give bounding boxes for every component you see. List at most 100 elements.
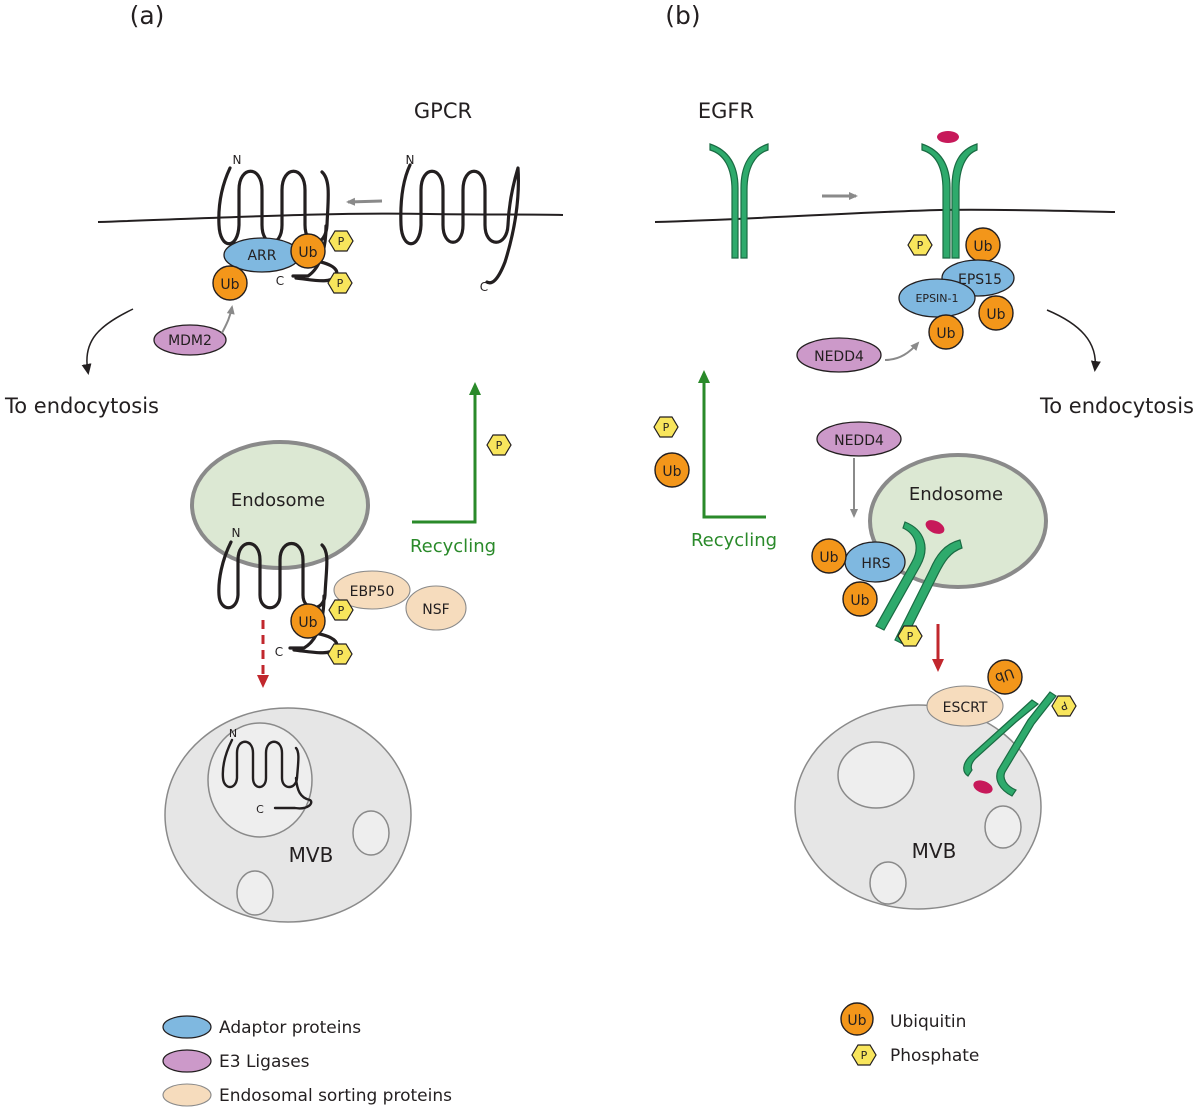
phosphate-marker (328, 599, 354, 621)
ubiquitin-marker (811, 538, 847, 574)
ubiquitin-label: Ub (992, 664, 1016, 686)
gpcr-resting-c-terminus: C (480, 280, 488, 294)
phosphate-label: P (496, 439, 503, 452)
endocytosis-arrow-b (1046, 309, 1101, 372)
endosome-b (868, 453, 1048, 589)
nsf-sorting-protein (405, 585, 467, 631)
mvb-label-b: MVB (912, 839, 957, 863)
legend-phosphate-label: Phosphate (890, 1046, 979, 1066)
gpcr-resting-n-terminus: N (406, 153, 415, 167)
activation-arrow-a (346, 197, 383, 206)
gpcr-endosomal-n-terminus: N (232, 526, 241, 540)
nedd4-ubiquitination-arrow (884, 341, 920, 361)
panel-a-label: (a) (130, 1, 165, 30)
gpcr-endosomal-c-terminus: C (275, 645, 283, 659)
ubiquitin-marker (928, 314, 964, 350)
phosphate-label: P (917, 239, 924, 252)
legend-phosphate-swatch (851, 1044, 877, 1066)
ubiquitin-label: Ub (936, 326, 955, 342)
ebp50-label: EBP50 (350, 584, 395, 600)
mdm2-label: MDM2 (168, 333, 212, 349)
phosphate-label: P (337, 277, 344, 290)
gpcr-resting: N C (399, 153, 520, 294)
mvb-intraluminal-vesicle (984, 805, 1022, 849)
egf-ligand (925, 520, 945, 534)
plasma-membrane-b (654, 208, 1116, 223)
mvb-intraluminal-vesicle (837, 741, 915, 809)
phosphate-marker (897, 625, 923, 647)
ubiquitin-label: Ub (819, 550, 838, 566)
legend-ubiquitin-symbol: Ub (847, 1013, 866, 1029)
endocytosis-arrow-a (81, 308, 134, 375)
ubiquitin-marker (842, 581, 878, 617)
mvb-intraluminal-vesicle (869, 861, 907, 905)
legend-ubiquitin-swatch (840, 1002, 874, 1036)
ubiquitin-marker (654, 452, 690, 488)
gpcr-active-n-terminus: N (233, 153, 242, 167)
ubiquitin-label: Ub (850, 593, 869, 609)
ubiquitin-label: Ub (220, 277, 239, 293)
eps15-label: EPS15 (958, 272, 1002, 288)
egf-ligand (973, 780, 993, 794)
mvb-label-a: MVB (289, 843, 334, 867)
ubiquitin-marker (290, 233, 326, 269)
legend-phosphate-symbol: P (861, 1049, 868, 1062)
mvb-intraluminal-vesicle (352, 810, 390, 856)
ubiquitin-marker (212, 265, 248, 301)
phosphate-marker (1051, 695, 1077, 717)
phosphate-marker (653, 416, 679, 438)
ubiquitin-label: Ub (973, 239, 992, 255)
egfr-resting (709, 143, 769, 259)
ebp50-sorting-protein (333, 570, 411, 610)
escrt-sorting-complex (926, 685, 1004, 727)
phosphate-label: P (338, 235, 345, 248)
ubiquitin-marker (290, 603, 326, 639)
panel-b: EGFR P Ub EPS15 EPSIN-1 Ub Ub NEDD4 (653, 99, 1194, 910)
mvb-intraluminal-vesicle (236, 870, 274, 916)
ubiquitin-label: Ub (298, 615, 317, 631)
epsin1-label: EPSIN-1 (915, 292, 958, 305)
hrs-label: HRS (861, 556, 890, 572)
legend-adaptor-swatch (162, 1015, 212, 1039)
phosphate-label: P (1058, 698, 1069, 713)
legend-right: Ub Ubiquitin P Phosphate (840, 1002, 979, 1066)
mdm2-e3-ligase (153, 324, 227, 356)
gpcr-title: GPCR (414, 99, 472, 123)
legend-left: Adaptor proteins E3 Ligases Endosomal so… (162, 1015, 452, 1107)
plasma-membrane-a (97, 212, 564, 223)
endosome-label-b: Endosome (909, 484, 1003, 505)
nsf-label: NSF (422, 602, 449, 618)
legend-sorting-label: Endosomal sorting proteins (219, 1086, 452, 1106)
arrestin-label: ARR (247, 248, 276, 264)
nedd4-e3-ligase-membrane (796, 337, 882, 373)
egfr-endosomal (875, 521, 926, 631)
phosphate-marker (907, 234, 933, 256)
to-endocytosis-a: To endocytosis (4, 394, 159, 418)
recycling-label-a: Recycling (410, 536, 496, 557)
panel-b-label: (b) (665, 1, 700, 30)
nedd4-label-1: NEDD4 (814, 349, 864, 365)
egfr-mvb (996, 691, 1057, 797)
legend-sorting-swatch (162, 1083, 212, 1107)
phosphate-marker (327, 643, 353, 665)
phosphate-marker (486, 434, 512, 456)
phosphate-marker (328, 230, 354, 252)
to-endocytosis-b: To endocytosis (1039, 394, 1194, 418)
ubiquitin-marker (987, 659, 1023, 695)
legend-e3-ligase-swatch (162, 1049, 212, 1073)
ubiquitin-label: Ub (662, 464, 681, 480)
egfr-title: EGFR (698, 99, 754, 123)
ubiquitin-label: Ub (298, 245, 317, 261)
panel-a: GPCR N C N C ARR Ub P P Ub (4, 99, 564, 923)
gpcr-active-c-terminus: C (276, 274, 284, 288)
ubiquitin-marker (978, 295, 1014, 331)
recycling-label-b: Recycling (691, 530, 777, 551)
phosphate-label: P (663, 421, 670, 434)
phosphate-label: P (337, 648, 344, 661)
egfr-dimer-active (921, 131, 978, 259)
recycling-path-a (412, 382, 481, 524)
legend-e3-ligase-label: E3 Ligases (219, 1052, 310, 1072)
phosphate-marker (327, 272, 353, 294)
escrt-label: ESCRT (943, 700, 988, 716)
